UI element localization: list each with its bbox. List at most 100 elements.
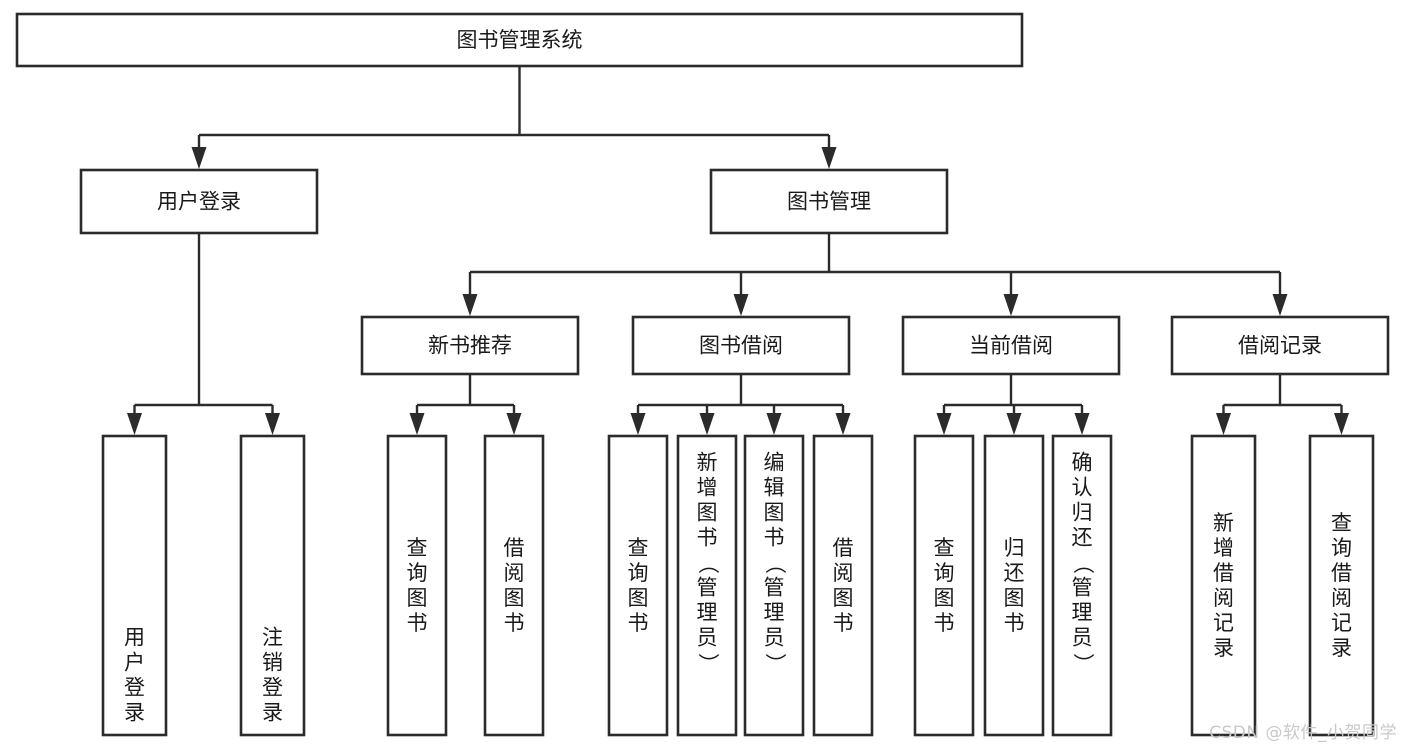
svg-text:管: 管: [1072, 576, 1093, 600]
svg-text:询: 询: [934, 561, 955, 585]
svg-text:借: 借: [1331, 561, 1352, 585]
svg-text:记: 记: [1331, 611, 1352, 635]
svg-text:图: 图: [1004, 586, 1025, 610]
arrow-head-icon: [733, 294, 749, 316]
node-current-borrow[interactable]: 当前借阅: [901, 315, 1121, 376]
svg-text:借: 借: [833, 536, 854, 560]
node-box-leaf-borrow-book-2[interactable]: [812, 434, 874, 737]
svg-text:录: 录: [262, 701, 283, 725]
node-book-borrow[interactable]: 图书借阅: [631, 315, 851, 376]
node-box-leaf-edit-book[interactable]: [743, 434, 805, 737]
arrow-head-icon: [191, 147, 207, 169]
svg-text:新: 新: [697, 451, 718, 475]
connector-layer: [127, 66, 1349, 435]
svg-text:阅: 阅: [1213, 586, 1234, 610]
node-box-book-manage[interactable]: [709, 168, 949, 235]
node-user-login[interactable]: 用户登录: [79, 168, 319, 235]
node-box-root[interactable]: [15, 12, 1024, 68]
svg-text:录: 录: [124, 701, 145, 725]
svg-text:（: （: [763, 553, 787, 574]
arrow-head-icon: [1216, 413, 1231, 435]
svg-text:书: 书: [407, 611, 428, 635]
svg-text:辑: 辑: [764, 476, 785, 500]
node-box-current-borrow[interactable]: [901, 315, 1121, 376]
node-label-current-borrow: 当前借阅: [969, 334, 1053, 358]
node-box-leaf-add-record[interactable]: [1190, 434, 1257, 737]
node-box-leaf-query-book-2[interactable]: [607, 434, 669, 737]
svg-text:注: 注: [262, 626, 283, 650]
svg-text:书: 书: [504, 611, 525, 635]
svg-text:理: 理: [697, 601, 718, 625]
arrow-head-icon: [1006, 413, 1022, 435]
svg-text:用: 用: [124, 626, 145, 650]
arrow-head-icon: [409, 413, 425, 435]
svg-text:书: 书: [833, 611, 854, 635]
svg-text:编: 编: [764, 451, 785, 475]
arrow-head-icon: [766, 413, 782, 435]
node-layer: 图书管理系统用户登录图书管理新书推荐图书借阅当前借阅借阅记录用户登录注销登录查询…: [15, 12, 1390, 737]
svg-text:图: 图: [697, 501, 718, 525]
node-box-leaf-query-record[interactable]: [1308, 434, 1375, 737]
node-box-leaf-user-login[interactable]: [101, 434, 168, 737]
svg-text:销: 销: [262, 651, 283, 675]
node-box-new-book-rec[interactable]: [360, 315, 580, 376]
connector-group-new-book-rec: [409, 374, 522, 435]
node-root[interactable]: 图书管理系统: [15, 12, 1024, 68]
node-label-leaf-user-login: 用户登录: [124, 626, 145, 725]
node-box-leaf-add-book[interactable]: [676, 434, 738, 737]
svg-text:询: 询: [1331, 536, 1352, 560]
node-box-leaf-borrow-book-1[interactable]: [483, 434, 545, 737]
svg-text:还: 还: [1004, 561, 1025, 585]
node-box-borrow-record[interactable]: [1170, 315, 1390, 376]
svg-text:录: 录: [1331, 636, 1352, 660]
node-book-manage[interactable]: 图书管理: [709, 168, 949, 235]
node-box-leaf-query-book-1[interactable]: [386, 434, 448, 737]
svg-text:理: 理: [764, 601, 785, 625]
node-new-book-rec[interactable]: 新书推荐: [360, 315, 580, 376]
svg-text:增: 增: [697, 476, 718, 500]
svg-text:图: 图: [934, 586, 955, 610]
svg-text:书: 书: [697, 526, 718, 550]
svg-text:登: 登: [262, 676, 283, 700]
svg-text:）: ）: [763, 653, 787, 674]
svg-text:管: 管: [697, 576, 718, 600]
svg-text:归: 归: [1004, 536, 1025, 560]
svg-text:查: 查: [407, 536, 428, 560]
connector-group-user-login: [127, 233, 280, 435]
node-box-leaf-return-book[interactable]: [983, 434, 1045, 737]
svg-text:员: 员: [764, 626, 785, 650]
connector-group-borrow-record: [1216, 374, 1349, 435]
svg-text:图: 图: [504, 586, 525, 610]
svg-text:书: 书: [764, 526, 785, 550]
node-leaf-user-login[interactable]: 用户登录: [101, 434, 168, 737]
svg-text:确: 确: [1072, 451, 1093, 475]
svg-text:查: 查: [1331, 511, 1352, 535]
node-box-user-login[interactable]: [79, 168, 319, 235]
svg-text:询: 询: [628, 561, 649, 585]
svg-text:图: 图: [628, 586, 649, 610]
node-box-leaf-confirm-return[interactable]: [1051, 434, 1113, 737]
connector-group-book-borrow: [630, 374, 851, 435]
node-borrow-record[interactable]: 借阅记录: [1170, 315, 1390, 376]
node-box-book-borrow[interactable]: [631, 315, 851, 376]
node-box-leaf-logout[interactable]: [239, 434, 306, 737]
node-box-leaf-query-book-3[interactable]: [913, 434, 975, 737]
